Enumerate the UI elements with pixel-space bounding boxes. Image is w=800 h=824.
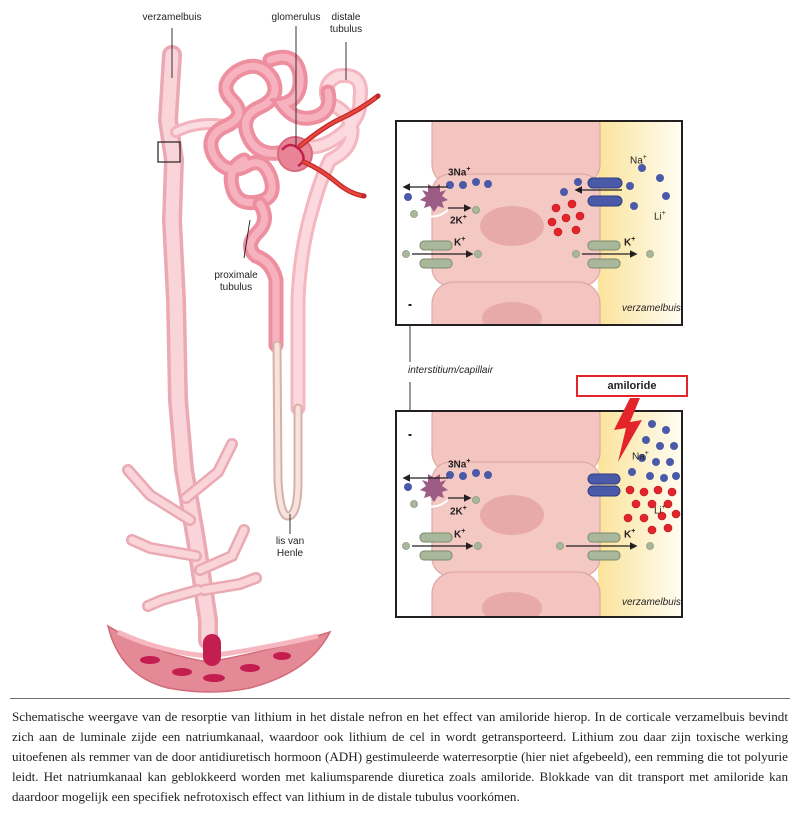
label-verzamelbuis: verzamelbuis bbox=[142, 12, 202, 23]
panel-top bbox=[395, 120, 683, 326]
label-lis-line1: lis van bbox=[275, 536, 305, 547]
label-proximale-tubulus: proximale tubulus bbox=[206, 270, 266, 294]
bottom-label-3na: 3Na+ bbox=[448, 458, 471, 471]
diagram-canvas bbox=[106, 26, 683, 693]
bottom-label-na: Na+ bbox=[632, 450, 649, 463]
label-distale-line2: tubulus bbox=[329, 24, 363, 35]
label-proximale-line1: proximale bbox=[214, 270, 258, 281]
zoom-marker bbox=[157, 141, 181, 163]
top-label-li: Li+ bbox=[654, 210, 666, 223]
top-label-verzamelbuis: verzamelbuis bbox=[622, 303, 681, 314]
label-distale-line1: distale bbox=[331, 12, 361, 23]
bottom-label-2k: 2K+ bbox=[450, 505, 467, 518]
lightning-bolt-icon bbox=[614, 398, 642, 462]
label-lis-line2: Henle bbox=[276, 548, 304, 559]
top-label-2k: 2K+ bbox=[450, 214, 467, 227]
bottom-label-verzamelbuis: verzamelbuis bbox=[622, 597, 681, 608]
amiloride-label: amiloride bbox=[576, 375, 688, 397]
bottom-label-li: Li+ bbox=[654, 504, 666, 517]
bottom-label-k-left: K+ bbox=[454, 528, 466, 541]
na-k-pump-icon bbox=[420, 184, 448, 212]
label-proximale-line2: tubulus bbox=[219, 282, 253, 293]
nephron bbox=[106, 45, 381, 693]
caption-divider bbox=[10, 698, 790, 699]
bottom-label-k-right: K+ bbox=[624, 528, 636, 541]
label-glomerulus: glomerulus bbox=[271, 12, 321, 23]
top-label-k-right: K+ bbox=[624, 236, 636, 249]
label-distale-tubulus: distale tubulus bbox=[316, 12, 376, 36]
panel-bottom bbox=[395, 398, 683, 618]
top-label-3na: 3Na+ bbox=[448, 166, 471, 179]
label-interstitium: interstitium/capillair bbox=[408, 365, 494, 376]
nephron-figure: verzamelbuis glomerulus distale tubulus … bbox=[106, 12, 688, 693]
top-label-k-left: K+ bbox=[454, 236, 466, 249]
na-k-pump-icon bbox=[420, 474, 448, 502]
figure-caption: Schematische weergave van de resorptie v… bbox=[12, 709, 788, 804]
top-label-na: Na+ bbox=[630, 154, 647, 167]
label-lis-van-henle: lis van Henle bbox=[260, 536, 320, 560]
